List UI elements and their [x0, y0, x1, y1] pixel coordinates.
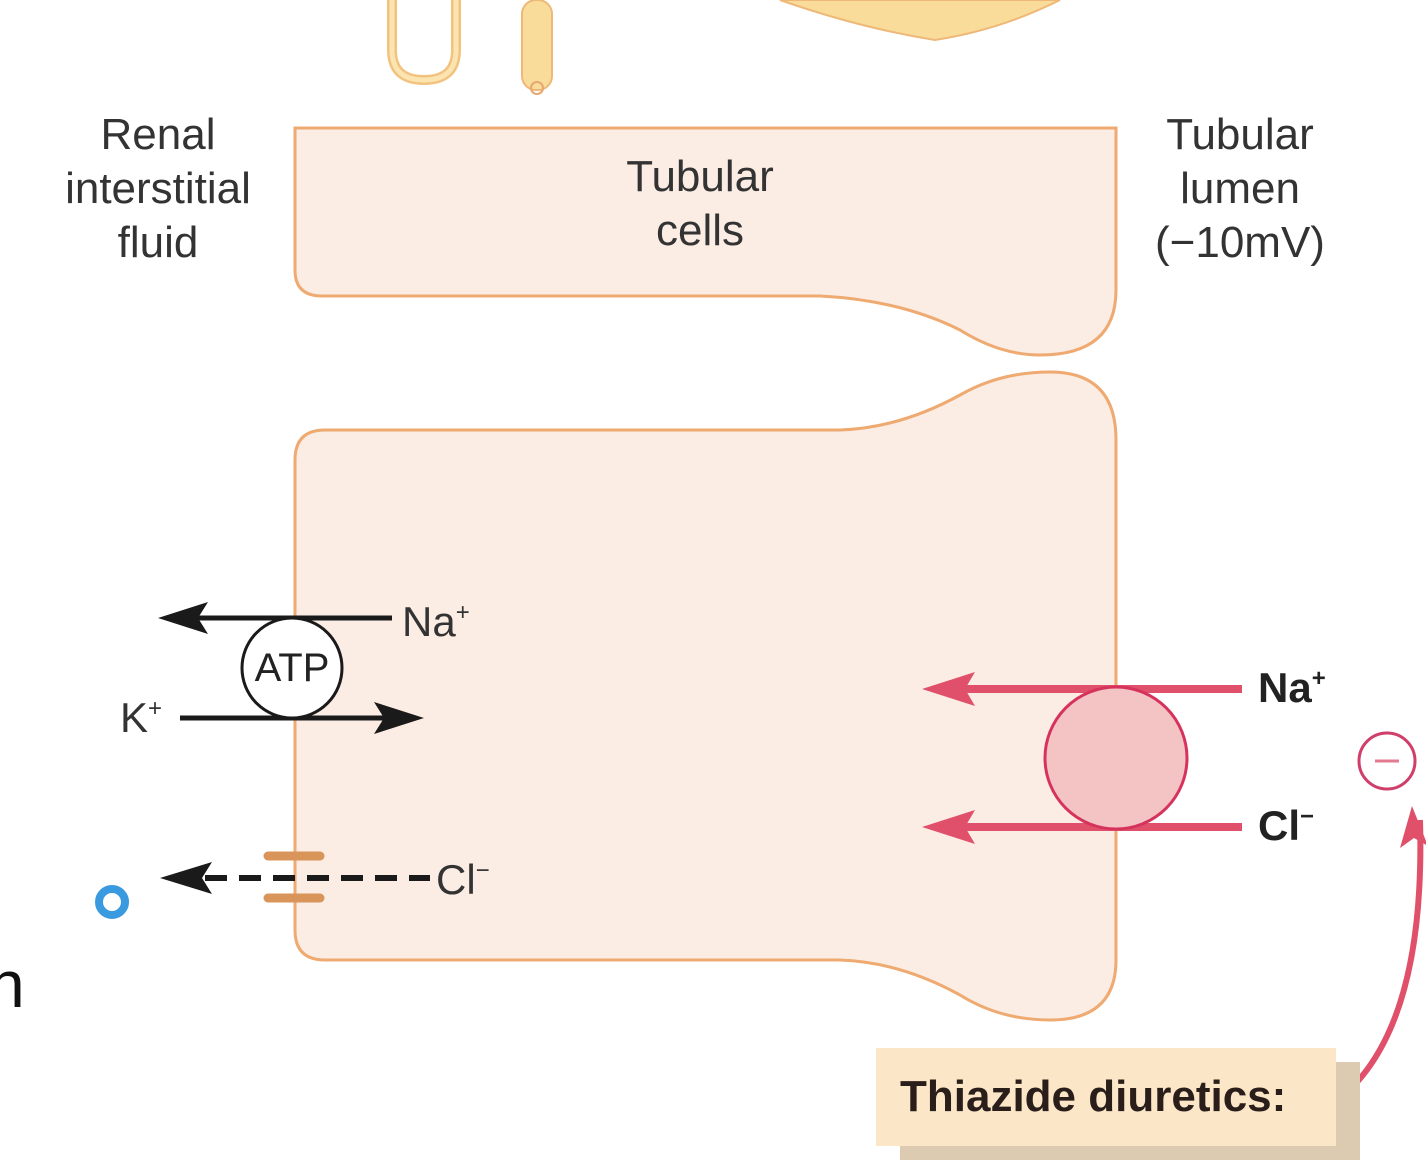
ion-na-apical: Na+	[1258, 664, 1326, 712]
label-line: Tubular	[626, 152, 774, 201]
label-line: fluid	[117, 218, 199, 267]
tubular-cell-lower	[293, 370, 1118, 1022]
thiazide-diuretics-label: Thiazide diuretics:	[900, 1072, 1287, 1121]
label-line: (−10mV)	[1155, 218, 1325, 267]
inhibition-icon	[1357, 731, 1417, 791]
label-line: Tubular	[1166, 110, 1314, 159]
ion-k-basolateral: K+	[120, 694, 162, 742]
ion-symbol: Cl	[1258, 802, 1300, 849]
ion-na-basolateral: Na+	[402, 598, 470, 646]
tubular-cell-upper	[293, 126, 1118, 357]
ion-cl-apical: Cl−	[1258, 802, 1314, 850]
atp-label: ATP	[254, 646, 330, 690]
label-line: lumen	[1180, 164, 1300, 213]
cutoff-text-2: l	[0, 1046, 3, 1122]
thiazide-diuretics-box: Thiazide diuretics:	[876, 1048, 1336, 1146]
label-line: interstitial	[65, 164, 251, 213]
inhibition-arrowhead	[1400, 806, 1426, 848]
ion-symbol: Na	[402, 598, 456, 645]
ion-symbol: Cl	[436, 856, 476, 903]
k-influx-arrowhead	[374, 702, 424, 734]
ion-charge: −	[1300, 803, 1315, 830]
ion-symbol: Na	[1258, 664, 1312, 711]
cl-influx-arrowhead	[922, 810, 975, 844]
cutoff-text-1: n	[0, 947, 25, 1021]
cursor-indicator-icon	[95, 885, 129, 919]
label-tubular-cells: Tubular cells	[600, 150, 800, 258]
label-interstitial-fluid: Renal interstitial fluid	[48, 108, 268, 270]
inhibition-arrow	[1336, 819, 1424, 1103]
cl-efflux-arrowhead	[160, 862, 212, 894]
label-line: cells	[655, 206, 745, 255]
na-efflux-arrowhead	[158, 602, 208, 634]
nephron-tubules	[387, 0, 1061, 95]
ion-charge: +	[148, 695, 163, 722]
ion-charge: +	[455, 599, 470, 626]
na-k-atpase-pump	[158, 602, 424, 734]
ion-charge: +	[1311, 665, 1326, 692]
na-cl-cotransporter	[922, 672, 1242, 844]
chloride-channel	[160, 851, 430, 903]
ion-symbol: K	[120, 694, 149, 741]
ion-charge: −	[475, 857, 490, 884]
label-tubular-lumen: Tubular lumen (−10mV)	[1135, 108, 1345, 270]
label-line: Renal	[100, 110, 216, 159]
ion-cl-basolateral: Cl−	[436, 856, 490, 904]
na-influx-arrowhead	[922, 672, 975, 706]
